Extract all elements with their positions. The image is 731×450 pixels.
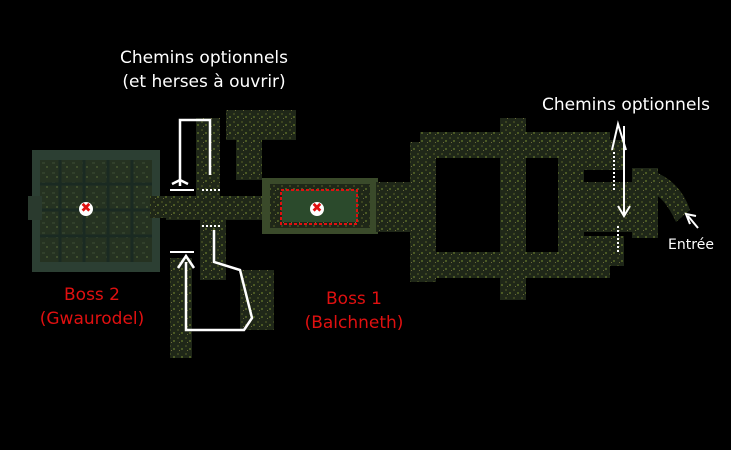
boss1-subtitle: (Balchneth) bbox=[304, 313, 404, 333]
entrance-label: Entrée bbox=[668, 237, 714, 253]
optional-paths-right-label: Chemins optionnels bbox=[542, 95, 710, 115]
boss2-subtitle: (Gwaurodel) bbox=[39, 309, 145, 329]
boss2-label: Boss 2 (Gwaurodel) bbox=[22, 283, 162, 331]
optional-paths-gates-label: Chemins optionnels (et herses à ouvrir) bbox=[100, 46, 308, 94]
boss1-highlight-box bbox=[280, 189, 358, 225]
boss1-name: Boss 1 bbox=[326, 289, 382, 309]
boss2-marker-icon: ✖ bbox=[79, 201, 93, 216]
optional-paths-gates-line1: Chemins optionnels bbox=[120, 48, 288, 68]
corridor-network bbox=[376, 118, 690, 300]
boss1-marker-icon: ✖ bbox=[310, 201, 324, 216]
boss2-chamber bbox=[28, 150, 168, 272]
gate-markers bbox=[170, 152, 619, 254]
optional-paths-gates-line2: (et herses à ouvrir) bbox=[122, 72, 286, 92]
right-optional-arrows bbox=[611, 120, 699, 229]
gate-path-arrows bbox=[171, 118, 254, 332]
boss1-label: Boss 1 (Balchneth) bbox=[284, 287, 424, 335]
boss2-name: Boss 2 bbox=[64, 285, 120, 305]
